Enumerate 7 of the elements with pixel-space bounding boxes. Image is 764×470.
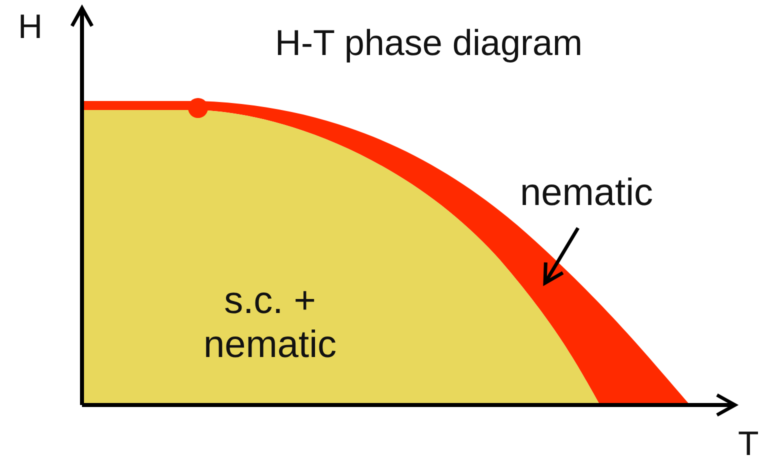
leader-arrow (543, 227, 580, 285)
phase-band (82, 101, 690, 405)
diagram-title: H-T phase diagram (275, 22, 582, 64)
axis-label: H (18, 8, 43, 48)
axis-label: T (738, 425, 759, 464)
region-label: s.c. + nematic (202, 280, 338, 368)
phase-label: nematic (520, 172, 654, 216)
